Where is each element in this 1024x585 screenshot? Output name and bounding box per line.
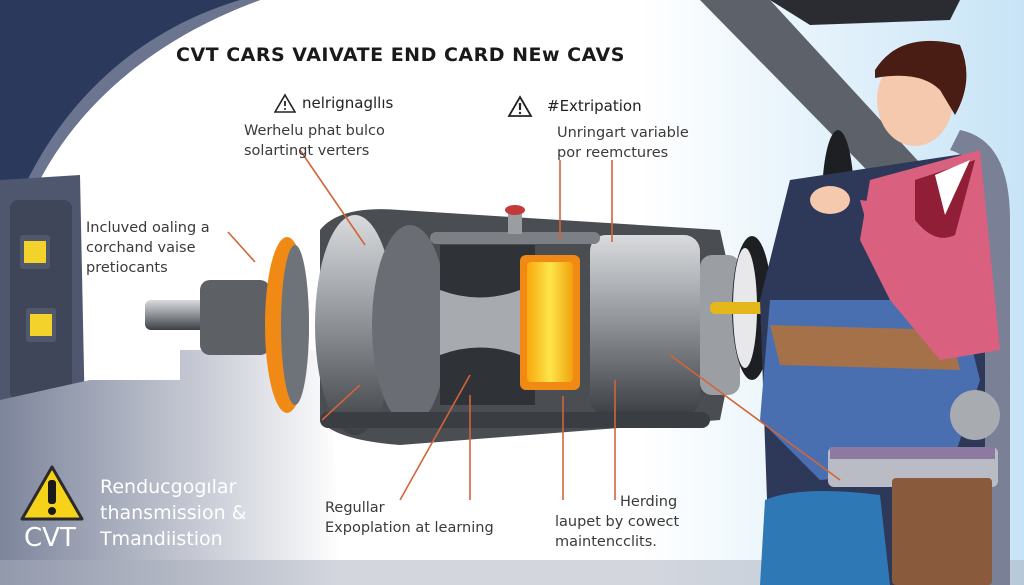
callout-left-line-1: Incluved oaling a (86, 220, 210, 236)
warning-panel-line-3: Tmandiistion (100, 528, 223, 550)
warning-panel-text: Renducgogılar thansmission & Tmandiistio… (100, 474, 246, 552)
callout-bottom-right: Herding laupet by cowect maintencclits. (555, 492, 679, 552)
callout-left-line-3: pretiocants (86, 260, 168, 276)
callout-bottom-center-line-1: Regullar (325, 500, 385, 516)
callout-top-left: nelrignagllıs Werhelu phat bulco solarti… (244, 93, 393, 161)
warning-outline-icon (507, 95, 533, 117)
callout-top-right: #Extripation Unringart variable por reem… (507, 95, 689, 163)
warning-triangle-icon (20, 465, 84, 521)
callout-bottom-right-heading: Herding (620, 494, 678, 510)
callout-top-left-heading: nelrignagllıs (274, 93, 393, 113)
callout-top-right-heading: #Extripation (507, 95, 689, 117)
callout-top-left-title: nelrignagllıs (302, 94, 394, 112)
callout-left-line-2: corchand vaise (86, 240, 196, 256)
warning-panel: CVT (18, 463, 86, 553)
callout-top-left-line-1: Werhelu phat bulco (244, 123, 385, 139)
callout-bottom-center: Regullar Expoplation at learning (325, 498, 494, 538)
callout-top-left-line-2: solartingt verters (244, 143, 370, 159)
callout-top-right-line-2: por reemctures (557, 145, 669, 161)
warning-panel-line-2: thansmission & (100, 502, 247, 524)
callout-left: Incluved oaling a corchand vaise pretioc… (86, 218, 210, 278)
callout-bottom-right-line-2: maintencclits. (555, 534, 657, 550)
cvt-transmission-cutaway (145, 205, 740, 445)
callout-top-right-line-1: Unringart variable (557, 125, 689, 141)
callout-bottom-right-line-1: laupet by cowect (555, 514, 680, 530)
warning-panel-line-1: Renducgogılar (100, 476, 237, 498)
callout-bottom-center-line-2: Expoplation at learning (325, 520, 494, 536)
callout-top-right-title: #Extripation (547, 97, 642, 115)
cvt-badge: CVT (24, 523, 76, 553)
warning-outline-icon (274, 93, 296, 113)
page-title: CVT CARS VAIVATE END CARD NEw CAVS (176, 44, 625, 66)
